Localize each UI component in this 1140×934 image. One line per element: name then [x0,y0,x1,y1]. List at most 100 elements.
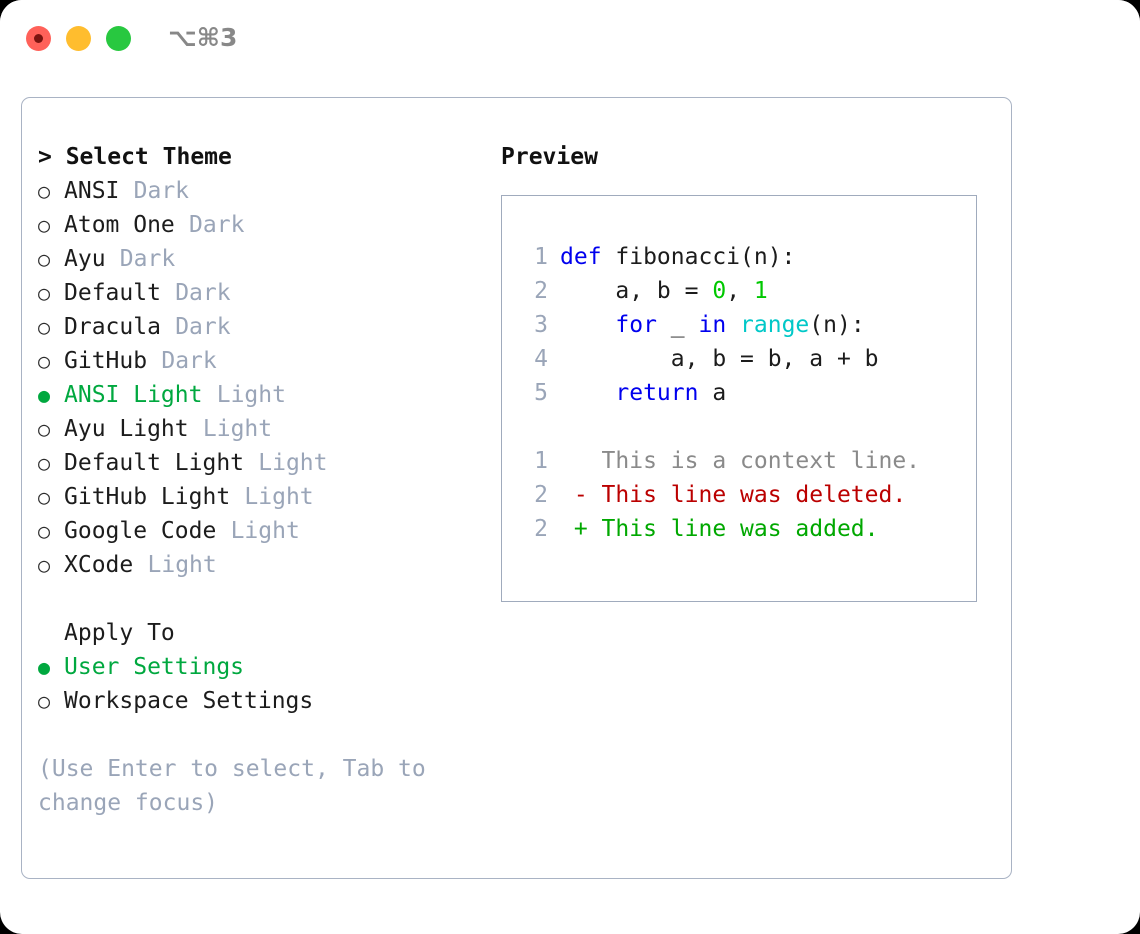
line-number: 4 [534,346,548,372]
apply-to-option-label: User Settings [64,654,245,680]
theme-item[interactable]: ○ Default Light Light [38,446,478,480]
theme-item-label: Dracula [64,314,161,340]
radio-unselected-icon: ○ [38,417,51,441]
diff-line: 1 This is a context line. [502,444,976,478]
line-number: 3 [534,312,548,338]
code-token: a, b = b, a + b [560,346,879,372]
radio-selected-icon: ● [38,655,51,679]
code-line-text: def fibonacci(n): [560,240,795,274]
theme-item[interactable]: ○ XCode Light [38,548,478,582]
theme-item-label: GitHub Light [64,484,231,510]
line-number: 2 [534,516,548,542]
code-token: def [560,244,602,270]
apply-to-option-label: Workspace Settings [64,688,314,714]
theme-item-kind: Light [202,416,273,442]
radio-unselected-icon: ○ [38,213,51,237]
code-line-text: a, b = 0, 1 [560,274,768,308]
theme-item-label: Ayu Light [64,416,189,442]
close-icon [34,34,43,43]
code-line-text: a, b = b, a + b [560,342,879,376]
code-token [560,312,615,338]
theme-item-label: Atom One [64,212,175,238]
code-token: fibonacci(n): [601,244,796,270]
radio-unselected-icon: ○ [38,315,51,339]
theme-item-label: Default Light [64,450,245,476]
apply-to-list[interactable]: ● User Settings ○Workspace Settings [38,650,478,718]
theme-item-label: ANSI Light [64,382,203,408]
theme-item[interactable]: ○ ANSI Dark [38,174,478,208]
theme-item[interactable]: ○ Dracula Dark [38,310,478,344]
theme-item-kind: Dark [133,178,190,204]
radio-selected-icon: ● [38,383,51,407]
diff-line-text: + This line was added. [560,516,879,542]
line-number: 1 [534,244,548,270]
line-number: 5 [534,380,548,406]
code-token: 1 [753,278,768,304]
preview-title: Preview [501,144,598,170]
theme-item-label: ANSI [64,178,120,204]
keyboard-hint: (Use Enter to select, Tab to change focu… [38,756,426,816]
code-token: (n): [809,312,865,338]
code-token: a [698,380,727,406]
code-line: 4 a, b = b, a + b [502,342,976,376]
code-token: in [698,312,727,338]
theme-item-kind: Light [216,382,286,408]
code-token: return [615,380,699,406]
maximize-button[interactable] [106,26,131,51]
close-button[interactable] [26,26,51,51]
diff-line-text: - This line was deleted. [560,482,907,508]
diff-sample: 1 This is a context line. 2 - This line w… [502,444,976,546]
code-line: 5 return a [502,376,976,410]
radio-unselected-icon: ○ [38,281,51,305]
traffic-lights [26,26,131,51]
radio-unselected-icon: ○ [38,179,51,203]
code-token: a, b = [560,278,713,304]
apply-to-option[interactable]: ● User Settings [38,650,478,684]
line-number: 1 [534,448,548,474]
diff-line-text: This is a context line. [560,448,921,474]
radio-unselected-icon: ○ [38,247,51,271]
theme-item-kind: Dark [175,280,231,306]
code-line-text: for _ in range(n): [560,308,865,342]
theme-item-kind: Dark [119,246,176,272]
theme-item-kind: Light [147,552,217,578]
code-token: for [615,312,657,338]
code-token [726,312,740,338]
code-token: , [726,278,754,304]
theme-picker-header: > Select Theme [38,144,232,170]
theme-item-kind: Light [258,450,328,476]
theme-item-kind: Light [244,484,314,510]
code-line: 3 for _ in range(n): [502,308,976,342]
theme-item[interactable]: ● ANSI Light Light [38,378,478,412]
shortcut-label: ⌥⌘3 [168,23,238,52]
radio-unselected-icon: ○ [38,451,51,475]
theme-item-kind: Light [230,518,300,544]
apply-to-group: Apply To ●User Settings○Workspace Settin… [38,616,478,718]
radio-unselected-icon: ○ [38,553,51,577]
code-token [560,380,615,406]
theme-item-label: GitHub [64,348,148,374]
theme-item[interactable]: ○ GitHub Light Light [38,480,478,514]
minimize-button[interactable] [66,26,91,51]
radio-unselected-icon: ○ [38,485,51,509]
title-bar: ⌥⌘3 [0,0,1140,78]
code-line: 2 a, b = 0, 1 [502,274,976,308]
radio-unselected-icon: ○ [38,349,51,373]
theme-item-label: XCode [64,552,134,578]
apply-to-option[interactable]: ○Workspace Settings [38,684,478,718]
code-diff-separator [502,410,976,444]
theme-item-kind: Dark [175,314,231,340]
theme-item[interactable]: ○ Ayu Light Light [38,412,478,446]
code-line: 1 def fibonacci(n): [502,240,976,274]
